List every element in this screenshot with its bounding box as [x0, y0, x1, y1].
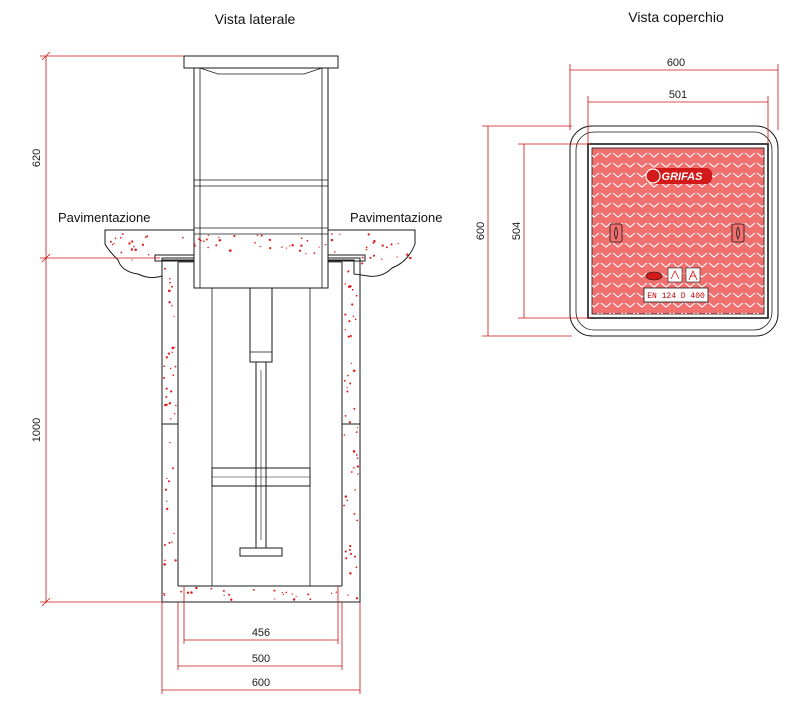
column-body: [193, 67, 329, 289]
cover-view: GRIFAS EN 124 D 400: [475, 57, 779, 337]
title-cover-view: Vista coperchio: [628, 9, 724, 25]
column-cap: [183, 55, 339, 69]
piston-base: [239, 547, 283, 557]
cover-symbols-icon: [645, 267, 701, 283]
lift-handle-left-icon: [609, 223, 623, 243]
dim-456: 456: [252, 627, 270, 639]
dim-620: 620: [31, 149, 43, 167]
lift-handle-right-icon: [731, 223, 745, 243]
cover-dimension-horizontal: [569, 64, 779, 144]
dim-500: 500: [252, 653, 270, 665]
cover-standard-label: EN 124 D 400: [647, 292, 705, 301]
pavement-label-right: Pavimentazione: [350, 210, 443, 225]
dim-cover-600-height: 600: [475, 222, 487, 240]
side-view: Pavimentazione Pavimentazione 620 1000 4: [31, 51, 443, 694]
pavement-label-left: Pavimentazione: [58, 210, 151, 225]
dim-600-bottom: 600: [252, 677, 270, 689]
title-side-view: Vista laterale: [215, 11, 296, 27]
cover-brand-logo: GRIFAS: [662, 171, 704, 183]
dim-cover-600-width: 600: [667, 57, 685, 69]
cover-dimension-vertical: [482, 125, 590, 337]
dim-cover-504: 504: [511, 222, 523, 240]
dimension-vertical: [40, 51, 184, 607]
dim-cover-501: 501: [669, 89, 687, 101]
dimension-horizontal: [161, 586, 361, 694]
dim-1000: 1000: [31, 418, 43, 442]
concrete-speckles: [110, 233, 412, 601]
piston-upper: [249, 287, 273, 363]
